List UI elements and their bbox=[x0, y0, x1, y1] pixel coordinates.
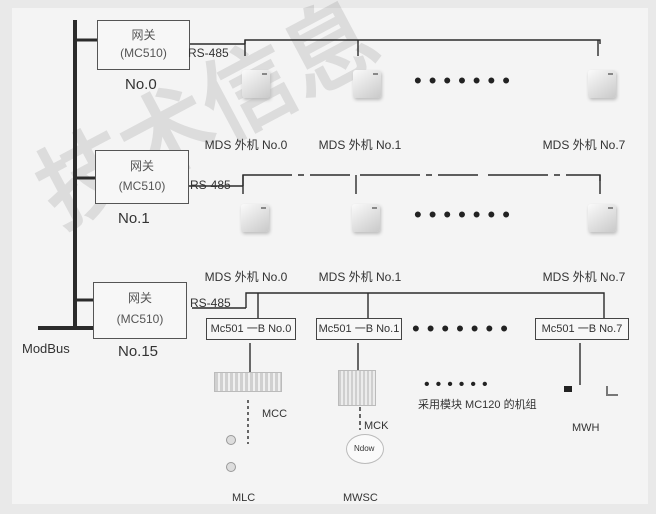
gateway-model: (MC510) bbox=[96, 179, 188, 193]
device-label: MCK bbox=[364, 420, 388, 432]
rs485-bus-row2 bbox=[246, 293, 604, 318]
module-note: 采用模块 MC120 的机组 bbox=[418, 396, 537, 412]
unit-label: MDS 外机 No.0 bbox=[196, 136, 296, 153]
outdoor-unit-icon bbox=[242, 70, 270, 98]
outdoor-unit-icon bbox=[353, 70, 381, 98]
gateway-box-no0: 网关 (MC510) bbox=[97, 20, 190, 70]
outdoor-unit-icon bbox=[588, 204, 616, 232]
gateway-number: No.0 bbox=[125, 76, 157, 93]
modbus-label: ModBus bbox=[22, 341, 70, 356]
rs485-bus-row1 bbox=[243, 175, 600, 186]
outdoor-unit-icon bbox=[588, 70, 616, 98]
water-heater-icon bbox=[564, 386, 572, 392]
gateway-number: No.15 bbox=[118, 343, 158, 360]
gateway-box-no15: 网关 (MC510) bbox=[93, 282, 187, 339]
sensor-icon bbox=[226, 435, 236, 445]
gateway-cn-label: 网关 bbox=[96, 157, 188, 174]
unit-label: MDS 外机 No.1 bbox=[310, 268, 410, 285]
controller-box: Mc501 一B No.0 bbox=[206, 318, 296, 340]
cabinet-unit-icon bbox=[338, 370, 376, 406]
gateway-box-no1: 网关 (MC510) bbox=[95, 150, 189, 204]
rs485-label: RS-485 bbox=[190, 296, 231, 310]
gateway-cn-label: 网关 bbox=[94, 289, 186, 306]
device-label: MWSC bbox=[343, 492, 378, 504]
gateway-cn-label: 网关 bbox=[98, 26, 189, 43]
indoor-unit-icon bbox=[214, 372, 282, 392]
rs485-label: RS-485 bbox=[188, 46, 229, 60]
controller-box: Mc501 一B No.7 bbox=[535, 318, 629, 340]
ellipsis-dots: ••••••• bbox=[414, 204, 517, 226]
rs485-label: RS-485 bbox=[190, 178, 231, 192]
outdoor-unit-icon bbox=[241, 204, 269, 232]
ellipsis-dots: ••••••• bbox=[414, 70, 517, 92]
device-label: MLC bbox=[232, 492, 255, 504]
gateway-model: (MC510) bbox=[98, 46, 189, 60]
unit-label: MDS 外机 No.7 bbox=[534, 136, 634, 153]
unit-label: MDS 外机 No.0 bbox=[196, 268, 296, 285]
device-label: MWH bbox=[572, 422, 600, 434]
gateway-model: (MC510) bbox=[94, 312, 186, 326]
unit-label: MDS 外机 No.7 bbox=[534, 268, 634, 285]
sensor-icon bbox=[226, 462, 236, 472]
unit-label: MDS 外机 No.1 bbox=[310, 136, 410, 153]
controller-box: Mc501 一B No.1 bbox=[316, 318, 402, 340]
water-heater-fitting-icon bbox=[606, 386, 618, 396]
ellipsis-dots: •••••• bbox=[424, 374, 494, 396]
brand-label: Ndow bbox=[354, 444, 374, 453]
outdoor-unit-icon bbox=[352, 204, 380, 232]
gateway-number: No.1 bbox=[118, 210, 150, 227]
device-label: MCC bbox=[262, 408, 287, 420]
ellipsis-dots: ••••••• bbox=[412, 318, 515, 340]
rs485-bus-row0 bbox=[245, 40, 600, 44]
